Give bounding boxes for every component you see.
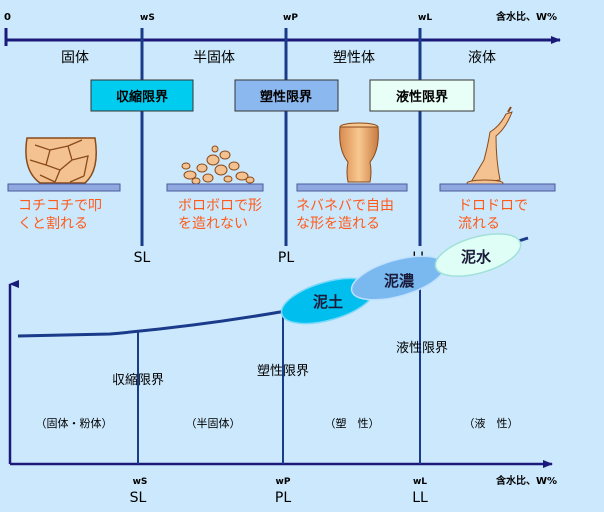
description-solid-line1: コチコチで叩 bbox=[18, 198, 102, 214]
plastic-shelf bbox=[296, 183, 408, 192]
shrinkage-limit-box: 収縮限界 bbox=[90, 79, 194, 112]
state-label-solid: 固体 bbox=[61, 50, 89, 66]
description-solid: コチコチで叩 くと割れる bbox=[18, 198, 106, 232]
description-plastic: ネバネバで自由 な形を造れる bbox=[296, 198, 398, 232]
bottom-abbrev-pl: PL bbox=[275, 490, 291, 506]
flowing-mud-icon bbox=[466, 106, 513, 187]
description-semisolid: ボロボロで形 を造れない bbox=[178, 198, 266, 232]
bottom-tick-label-wl: wL bbox=[413, 477, 427, 487]
bottom-tick-label-ws: wS bbox=[133, 477, 148, 487]
mud-thick-label: 泥濃 bbox=[384, 272, 415, 290]
lower-liquid-limit-label: 液性限界 bbox=[396, 341, 448, 356]
liquid-shelf bbox=[439, 183, 556, 192]
solid-shelf bbox=[7, 183, 121, 192]
crumbled-soil-icon bbox=[181, 145, 255, 185]
state-label-liquid: 液体 bbox=[468, 50, 496, 66]
region-label-plastic: （塑 性） bbox=[325, 416, 380, 430]
top-tick-label-ws: wS bbox=[140, 13, 155, 23]
state-label-semisolid: 半固体 bbox=[193, 50, 235, 66]
description-semisolid-line2: を造れない bbox=[178, 216, 248, 232]
description-semisolid-line1: ボロボロで形 bbox=[178, 198, 262, 214]
liquid-limit-box: 液性限界 bbox=[369, 79, 475, 112]
plastic-limit-box: 塑性限界 bbox=[234, 79, 339, 112]
mud-water-ellipse: 泥水 bbox=[434, 233, 522, 277]
semisolid-shelf bbox=[166, 183, 264, 192]
bottom-abbrev-ll: LL bbox=[412, 490, 428, 506]
description-liquid: ドロドロで 流れる bbox=[458, 198, 532, 232]
top-axis-label: 含水比、W% bbox=[496, 10, 557, 23]
top-axis: 0 wS wP wL 含水比、W% bbox=[4, 10, 561, 46]
cracked-pot-icon bbox=[25, 137, 97, 184]
top-tick-label-wl: wL bbox=[418, 13, 432, 23]
description-plastic-line1: ネバネバで自由 bbox=[296, 198, 394, 214]
bottom-tick-label-wp: wP bbox=[276, 477, 291, 487]
description-solid-line2: くと割れる bbox=[18, 215, 88, 232]
upper-abbrev-pl: PL bbox=[278, 250, 294, 266]
shrinkage-limit-box-label: 収縮限界 bbox=[116, 89, 168, 105]
region-label-liquid: （液 性） bbox=[464, 416, 519, 430]
lower-plastic-limit-label: 塑性限界 bbox=[257, 364, 309, 379]
plastic-limit-box-label: 塑性限界 bbox=[260, 89, 312, 105]
mud-water-label: 泥水 bbox=[461, 248, 492, 266]
upper-abbrev-sl: SL bbox=[134, 250, 151, 266]
description-liquid-line2: 流れる bbox=[458, 216, 500, 232]
region-label-solid-powder: （固体・粉体） bbox=[36, 416, 113, 430]
state-label-plastic: 塑性体 bbox=[333, 50, 375, 66]
mud-soil-label: 泥土 bbox=[313, 293, 343, 311]
description-liquid-line1: ドロドロで bbox=[458, 198, 528, 214]
description-plastic-line2: な形を造れる bbox=[296, 216, 380, 232]
top-tick-label-wp: wP bbox=[283, 13, 298, 23]
clay-vase-icon bbox=[339, 122, 379, 183]
lower-shrinkage-limit-label: 収縮限界 bbox=[112, 372, 164, 388]
bottom-abbrev-sl: SL bbox=[130, 490, 147, 506]
region-label-semisolid: （半固体） bbox=[186, 416, 241, 430]
liquid-limit-box-label: 液性限界 bbox=[396, 89, 448, 105]
bottom-axis-label: 含水比、W% bbox=[496, 474, 557, 487]
mud-thick-ellipse: 泥濃 bbox=[350, 255, 446, 301]
top-axis-origin-label: 0 bbox=[4, 12, 11, 23]
